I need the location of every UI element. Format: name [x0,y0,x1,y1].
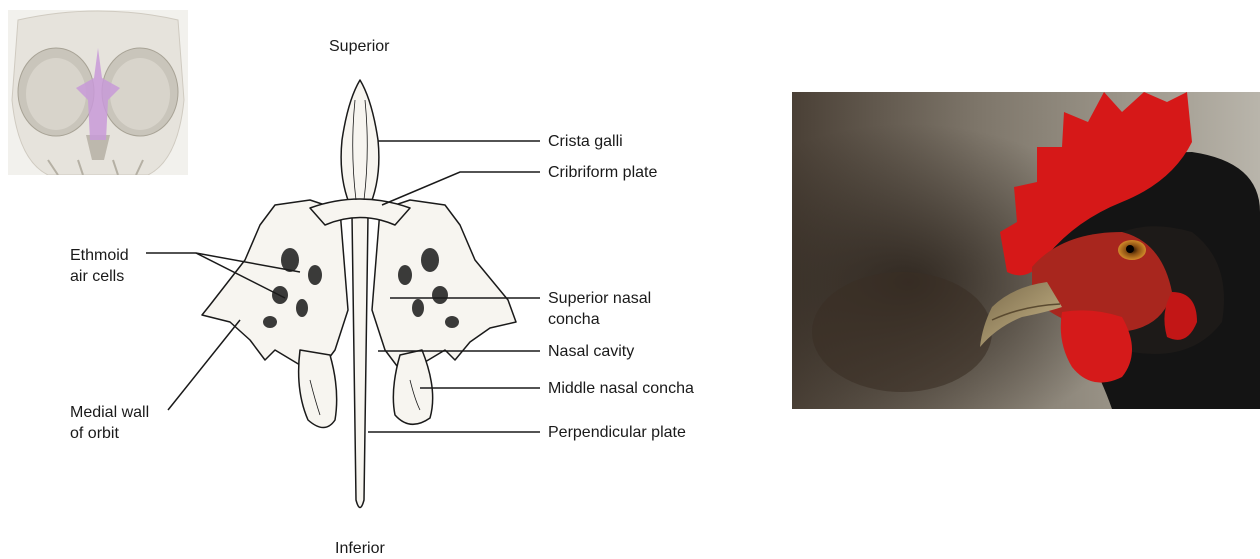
cribriform-plate-label: Cribriform plate [548,162,657,183]
middle-nasal-concha-label: Middle nasal concha [548,378,694,399]
crista-galli [341,80,379,210]
medial-wall-label-line2: of orbit [70,423,119,444]
ethmoid-air-cells-label-line2: air cells [70,266,124,287]
perpendicular-plate-label: Perpendicular plate [548,422,686,443]
ethmoid-bone-illustration [190,60,530,530]
right-middle-concha [393,350,432,424]
medial-wall-label-line1: Medial wall [70,402,149,423]
crista-galli-label: Crista galli [548,131,623,152]
superior-nasal-concha-label-line2: concha [548,309,600,330]
skull-inset-illustration [8,10,188,175]
superior-nasal-concha-label-line1: Superior nasal [548,288,651,309]
nasal-cavity-label: Nasal cavity [548,341,634,362]
perpendicular-plate-shape [352,215,368,508]
rooster-photo [792,92,1260,409]
superior-label: Superior [329,36,389,57]
ethmoid-air-cells-label-line1: Ethmoid [70,245,129,266]
left-middle-concha [299,350,337,428]
